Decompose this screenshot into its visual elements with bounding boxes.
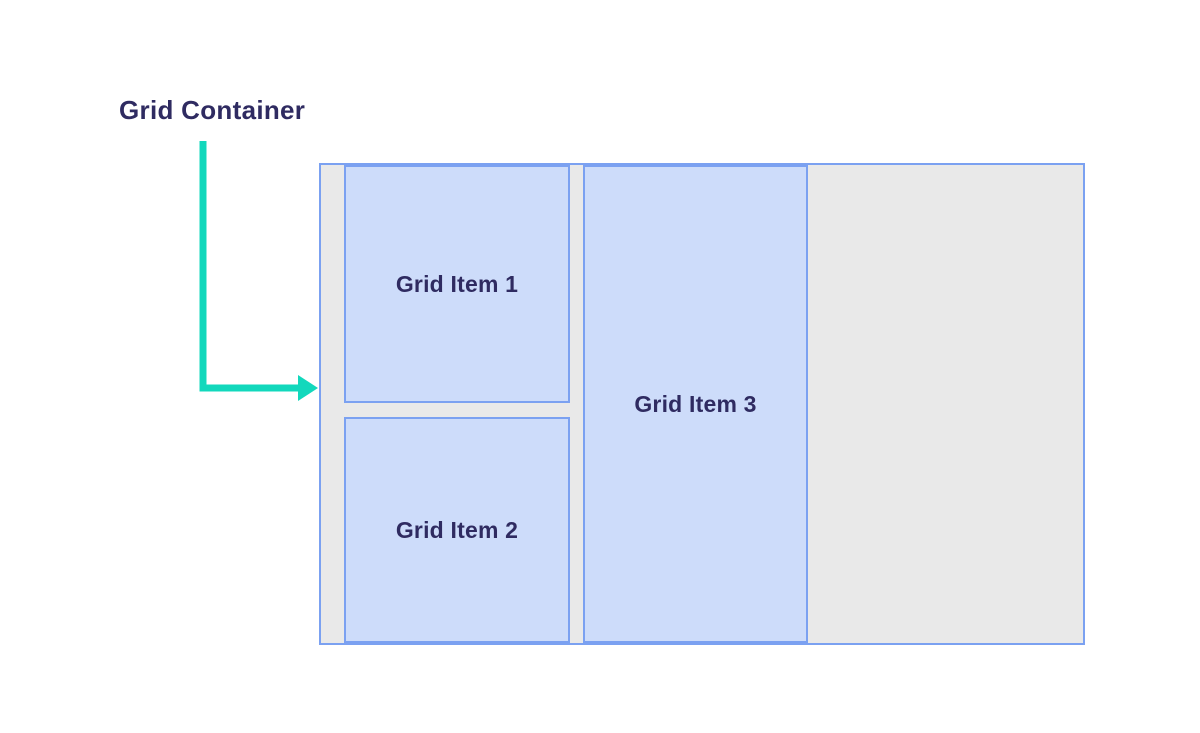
arrow-icon: [199, 141, 318, 401]
grid-item-3: Grid Item 3: [583, 165, 808, 643]
grid-container: Grid Item 1 Grid Item 2 Grid Item 3: [319, 163, 1085, 645]
arrow-head: [298, 375, 318, 401]
arrow-line: [199, 141, 300, 392]
grid-container-label: Grid Container: [119, 95, 306, 125]
grid-item-1-label: Grid Item 1: [395, 270, 519, 297]
grid-item-3-label: Grid Item 3: [634, 390, 757, 417]
grid-item-2: Grid Item 2: [344, 417, 570, 643]
grid-item-1: Grid Item 1: [344, 165, 570, 403]
grid-item-2-label: Grid Item 2: [395, 516, 519, 543]
